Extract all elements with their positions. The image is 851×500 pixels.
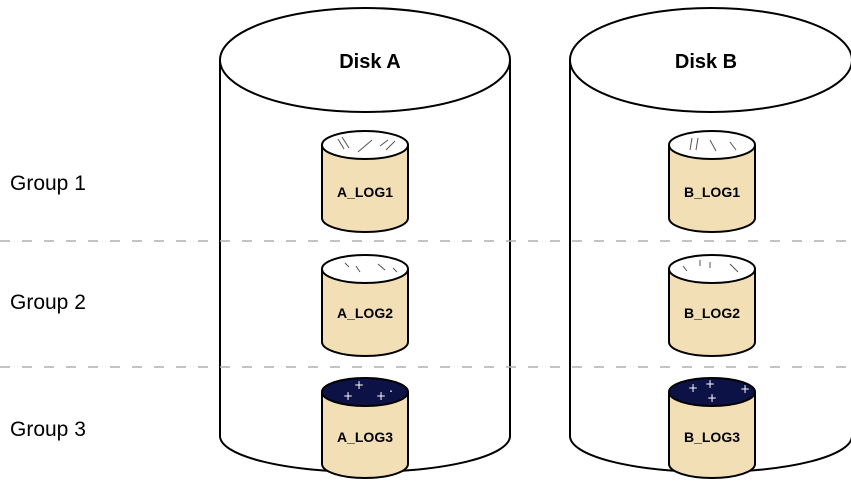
group-3-label: Group 3 (10, 418, 86, 441)
log-label-b-log2: B_LOG2 (684, 305, 740, 321)
glare-icon (337, 136, 396, 153)
log-label-b-log3: B_LOG3 (684, 429, 740, 445)
svg-text:+: + (354, 378, 364, 392)
log-label-a-log2: A_LOG2 (337, 305, 393, 321)
svg-text:.: . (389, 381, 393, 395)
disk-a-label: Disk A (339, 51, 401, 73)
star-icon: ++ +. (343, 378, 393, 403)
svg-text:+: + (740, 382, 750, 396)
svg-text:+: + (343, 389, 353, 403)
log-label-a-log3: A_LOG3 (337, 429, 393, 445)
glare-icon (689, 137, 737, 152)
group-2-label: Group 2 (10, 291, 86, 314)
svg-text:+: + (688, 381, 698, 395)
glare-icon (682, 260, 739, 273)
log-file-b-log2: B_LOG2 (668, 254, 756, 357)
svg-text:+: + (707, 391, 717, 405)
log-file-a-log2: A_LOG2 (321, 254, 409, 357)
disk-b-label: Disk B (675, 51, 737, 73)
log-file-a-log1: A_LOG1 (321, 130, 409, 233)
group-1-label: Group 1 (10, 172, 86, 195)
log-file-b-log3: ++ ++ B_LOG3 (668, 377, 756, 479)
svg-text:+: + (705, 377, 715, 391)
log-file-b-log1: B_LOG1 (668, 130, 756, 233)
log-label-b-log1: B_LOG1 (684, 184, 740, 200)
star-icon: ++ ++ (688, 377, 750, 405)
glare-icon (344, 262, 398, 273)
log-file-a-log3: ++ +. A_LOG3 (321, 377, 409, 479)
svg-text:+: + (376, 389, 386, 403)
log-label-a-log1: A_LOG1 (337, 184, 393, 200)
